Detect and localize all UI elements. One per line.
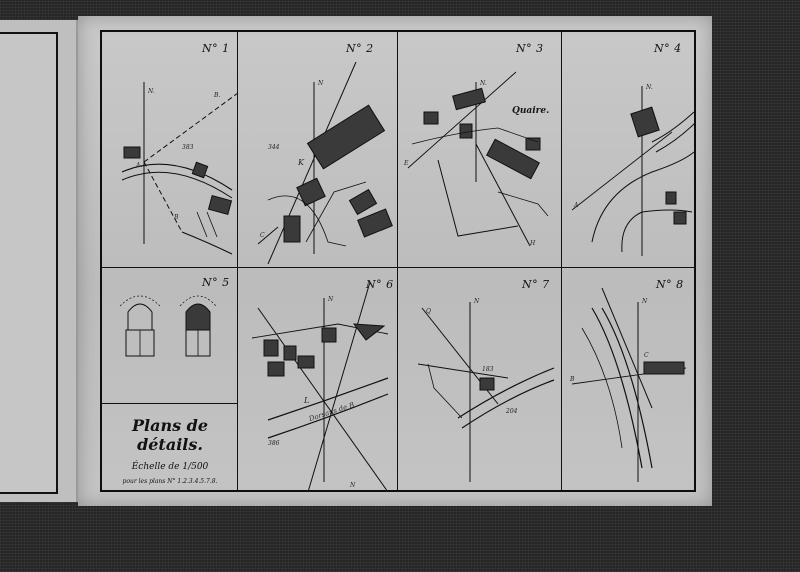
plan-7-parcel-183: 183 xyxy=(482,366,494,373)
plan-4-point-a: A xyxy=(574,202,579,209)
plan-2-number: N° 2 xyxy=(346,42,374,55)
plan-1-point-b2: B xyxy=(174,214,179,221)
plan-6-drawing xyxy=(251,281,389,492)
plan-3-point-e: E xyxy=(404,160,409,167)
plan-6-point-l: L xyxy=(304,396,310,405)
plan-6-north: N xyxy=(328,296,334,303)
plan-7-panel: N° 7 N 183 Q 204 xyxy=(398,268,562,492)
adjacent-sheet-frame xyxy=(0,32,58,494)
plan-grid: N° 1 N. A. B. 383 B N° 2 xyxy=(100,30,696,492)
cartouche-title: Plans de détails. xyxy=(131,416,209,454)
plan-7-point-q: Q xyxy=(426,308,431,315)
plan-8-panel: N° 8 N B C xyxy=(562,268,696,492)
plan-2-north: N xyxy=(318,80,324,87)
plan-7-parcel-204: 204 xyxy=(506,408,518,415)
plan-6-number: N° 6 xyxy=(366,278,394,291)
plan-2-panel: N° 2 N K 344 C xyxy=(238,32,398,268)
plan-1-panel: N° 1 N. A. B. 383 B xyxy=(102,32,238,268)
plan-8-point-b: B xyxy=(570,376,575,383)
plan-1-point-a: A. xyxy=(136,162,143,169)
plan-3-number: N° 3 xyxy=(516,42,544,55)
plan-7-drawing xyxy=(417,302,555,482)
cartouche-note: pour les plans N° 1.2.3.4.5.7.8. xyxy=(122,478,218,485)
plan-2-parcel: 344 xyxy=(268,144,280,151)
plan-2-point-c: C xyxy=(260,232,265,239)
adjacent-sheet xyxy=(0,20,78,502)
plan-7-north: N xyxy=(474,298,480,305)
plan-8-drawing xyxy=(571,287,687,482)
plan-8-north: N xyxy=(642,298,648,305)
plan-4-panel: N° 4 N. A xyxy=(562,32,696,268)
plan-8-number: N° 8 xyxy=(656,278,684,291)
plan-2-drawing xyxy=(257,61,393,265)
plan-3-panel: N° 3 Quaire. N. E H xyxy=(398,32,562,268)
plan-5-drawing xyxy=(119,295,217,357)
plan-2-point-k: K xyxy=(298,158,304,167)
cartouche-text: Plans de détails. Échelle de 1/500 pour … xyxy=(110,416,230,485)
plan-6-point-n2: N xyxy=(350,482,356,489)
plan-5-panel: N° 5 xyxy=(102,268,238,404)
plan-1-north: N. xyxy=(148,88,155,95)
cartouche: Plans de détails. Échelle de 1/500 pour … xyxy=(102,404,238,492)
cartouche-scale: Échelle de 1/500 xyxy=(131,462,209,472)
plan-1-parcel: 383 xyxy=(182,144,194,151)
plan-4-number: N° 4 xyxy=(654,42,682,55)
plan-4-north: N. xyxy=(646,84,653,91)
plan-3-point-h: H xyxy=(530,240,536,247)
map-sheet xyxy=(78,16,712,506)
plan-7-number: N° 7 xyxy=(522,278,550,291)
plan-3-drawing xyxy=(407,71,549,247)
plan-1-number: N° 1 xyxy=(202,42,230,55)
plan-4-drawing xyxy=(571,86,696,256)
plan-1-point-b: B. xyxy=(214,92,221,99)
plan-1-drawing xyxy=(121,82,238,255)
plan-5-number: N° 5 xyxy=(202,276,230,289)
plan-8-point-c: C xyxy=(644,352,649,359)
plan-3-north: N. xyxy=(480,80,487,87)
plan-6-parcel: 386 xyxy=(268,440,280,447)
plan-6-panel: N° 6 N L N 386 Dorsans de B xyxy=(238,268,398,492)
plan-3-place-name: Quaire. xyxy=(512,106,550,116)
